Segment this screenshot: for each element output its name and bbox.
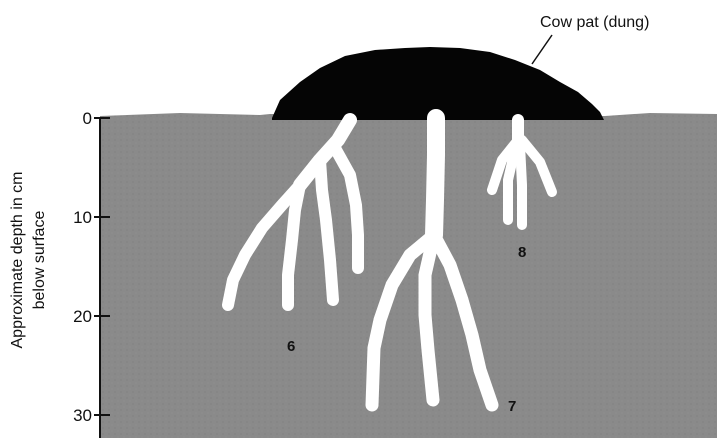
axis-title: Approximate depth in cm below surface [9, 172, 48, 349]
burrow-label-7: 7 [508, 398, 516, 415]
tick-label-10: 10 [73, 208, 92, 227]
tick-label-20: 20 [73, 307, 92, 326]
burrow-label-6: 6 [287, 338, 295, 355]
axis-title-line-1: Approximate depth in cm [9, 172, 26, 349]
burrow-label-8: 8 [518, 244, 526, 261]
tick-label-0: 0 [83, 109, 92, 128]
dung-leader-line [532, 35, 552, 64]
tick-label-30: 30 [73, 406, 92, 425]
axis-title-line-2: below surface [31, 211, 48, 310]
soil-body [100, 113, 717, 438]
cow-pat [272, 47, 604, 120]
dung-label: Cow pat (dung) [540, 14, 649, 31]
